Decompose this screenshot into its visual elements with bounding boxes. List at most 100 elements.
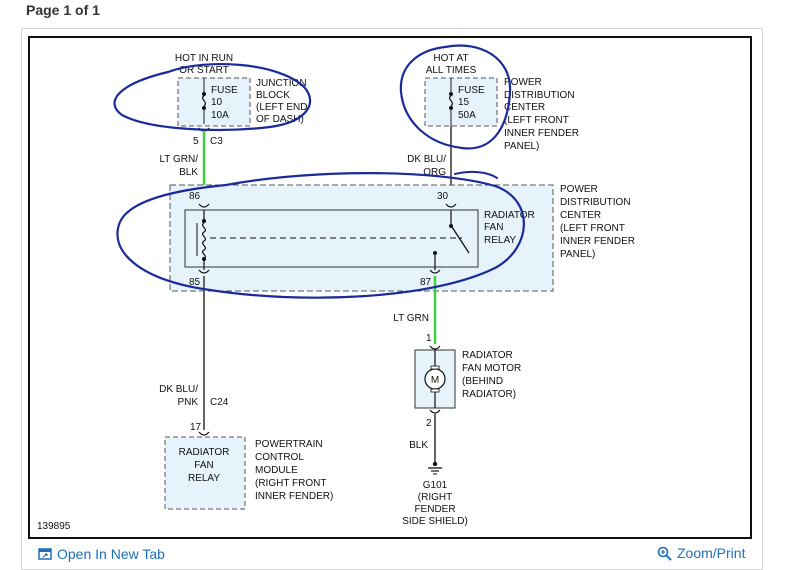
wire-blk-label: BLK: [409, 440, 428, 451]
pcm-box: [164, 436, 246, 510]
junction-block-box: [177, 77, 251, 127]
fuse15-label-line3: 50A: [458, 110, 476, 121]
coil-terminal-bottom: [202, 257, 206, 261]
relay-conn-87: [429, 269, 441, 274]
junction-block-label-4: OF DASH): [256, 114, 304, 125]
fuse15-label-line2: 15: [458, 97, 470, 108]
pcm-box-label-1: RADIATOR: [179, 447, 230, 458]
fuse10-label-line3: 10A: [211, 110, 229, 121]
annotation-stroke-relay: [454, 170, 498, 179]
fuse10-caption-line2: OR START: [179, 65, 229, 76]
pcm-label-1: POWERTRAIN: [255, 439, 323, 450]
ground-label-1: G101: [423, 480, 448, 491]
wire-dk-blu-pnk-label-1: DK BLU/: [159, 384, 198, 395]
motor-brush-top: [430, 365, 440, 370]
annotation-circle-fuse10: [113, 62, 312, 131]
relay-conn-30: [445, 203, 457, 208]
fuse10-caption: HOT IN RUN OR START: [175, 53, 233, 76]
pdc-top-label-2: DISTRIBUTION: [504, 90, 575, 101]
fuse15-terminal-bottom: [449, 106, 453, 110]
switch-arm: [451, 226, 470, 254]
pcm-label-5: INNER FENDER): [255, 491, 333, 502]
pdc-relay-label-6: PANEL): [560, 249, 595, 260]
open-in-new-tab-link[interactable]: Open In New Tab: [38, 546, 165, 562]
fuse15-caption: HOT AT ALL TIMES: [426, 53, 477, 76]
fuse15-caption-line1: HOT AT: [433, 53, 468, 64]
diagram-border: [28, 36, 752, 539]
fuse15-caption-line2: ALL TIMES: [426, 65, 477, 76]
fuse15-label-line1: FUSE: [458, 85, 485, 96]
zoom-print-link[interactable]: Zoom/Print: [657, 545, 745, 561]
wire-lt-grn-label: LT GRN: [393, 313, 429, 324]
relay-conn-86: [198, 203, 210, 208]
annotation-circle-fuse15: [399, 44, 512, 150]
fuse15-element: [449, 95, 454, 107]
relay-pin-30: 30: [437, 191, 449, 202]
pdc-top-label-4: (LEFT FRONT: [504, 115, 569, 126]
pdc-relay-label-1: POWER: [560, 184, 598, 195]
ground-point: [432, 461, 438, 467]
pcm-label-3: MODULE: [255, 465, 298, 476]
pdc-relay-label-3: CENTER: [560, 210, 601, 221]
figure-id: 139895: [37, 521, 71, 532]
fuse10-label-line1: FUSE: [211, 85, 238, 96]
pdc-top-label-5: INNER FENDER: [504, 128, 579, 139]
fuse15-terminal-top: [449, 92, 453, 96]
motor-pin-2: 2: [426, 418, 432, 429]
connector-c3-label: C3: [210, 136, 223, 147]
pcm-conn: [198, 431, 210, 436]
open-in-new-tab-label: Open In New Tab: [57, 546, 165, 562]
connector-c24-label: C24: [210, 397, 229, 408]
ground-label-4: SIDE SHIELD): [402, 516, 468, 527]
relay-label-2: FAN: [484, 222, 503, 233]
motor-pin-1: 1: [426, 333, 432, 344]
coil-winding: [202, 222, 207, 259]
pdc-relay-label-2: DISTRIBUTION: [560, 197, 631, 208]
coil-terminal-top: [202, 219, 206, 223]
pcm-box-label-2: FAN: [194, 460, 213, 471]
relay-pin-85: 85: [189, 277, 201, 288]
fuse10-label-line2: 10: [211, 97, 223, 108]
connector-c3-pin: 5: [193, 136, 199, 147]
diagram-frame: [21, 28, 763, 570]
motor-conn-bottom: [429, 409, 441, 414]
junction-block-label-1: JUNCTION: [256, 78, 307, 89]
relay-label-1: RADIATOR: [484, 210, 535, 221]
pdc-fuse-box: [424, 77, 498, 127]
relay-label-3: RELAY: [484, 235, 516, 246]
pdc-top-label-3: CENTER: [504, 102, 545, 113]
motor-conn-top: [429, 345, 441, 350]
page-label: Page 1 of 1: [26, 2, 100, 18]
fuse10-element: [202, 95, 207, 107]
fuse10-caption-line1: HOT IN RUN: [175, 53, 233, 64]
switch-contact: [433, 251, 437, 255]
motor-label-4: RADIATOR): [462, 389, 516, 400]
pcm-label-2: CONTROL: [255, 452, 304, 463]
wire-lt-grn-blk-label-1: LT GRN/: [159, 154, 198, 165]
new-tab-icon: [38, 547, 52, 561]
pdc-top-label-1: POWER: [504, 77, 542, 88]
motor-brush-bottom: [430, 388, 440, 393]
junction-block-label-3: (LEFT END: [256, 102, 308, 113]
pcm-pin-17: 17: [190, 422, 202, 433]
relay-conn-85: [198, 269, 210, 274]
wire-lt-grn-blk-label-2: BLK: [179, 167, 198, 178]
junction-block-label-2: BLOCK: [256, 90, 290, 101]
pcm-label-4: (RIGHT FRONT: [255, 478, 326, 489]
pcm-box-label-3: RELAY: [188, 473, 220, 484]
motor-label-2: FAN MOTOR: [462, 363, 521, 374]
annotation-circle-relay: [116, 172, 525, 299]
relay-pin-87: 87: [420, 277, 432, 288]
relay-pin-86: 86: [189, 191, 201, 202]
pdc-relay-label-4: (LEFT FRONT: [560, 223, 625, 234]
zoom-icon: [657, 546, 672, 561]
fuse10-terminal-top: [202, 92, 206, 96]
zoom-print-label: Zoom/Print: [677, 545, 746, 561]
wire-dk-blu-org-label-1: DK BLU/: [407, 154, 446, 165]
ground-label-2: (RIGHT: [418, 492, 452, 503]
motor-symbol-label: M: [431, 375, 439, 386]
pdc-top-label-6: PANEL): [504, 141, 539, 152]
wire-dk-blu-pnk-label-2: PNK: [177, 397, 198, 408]
pdc-relay-label-5: INNER FENDER: [560, 236, 635, 247]
